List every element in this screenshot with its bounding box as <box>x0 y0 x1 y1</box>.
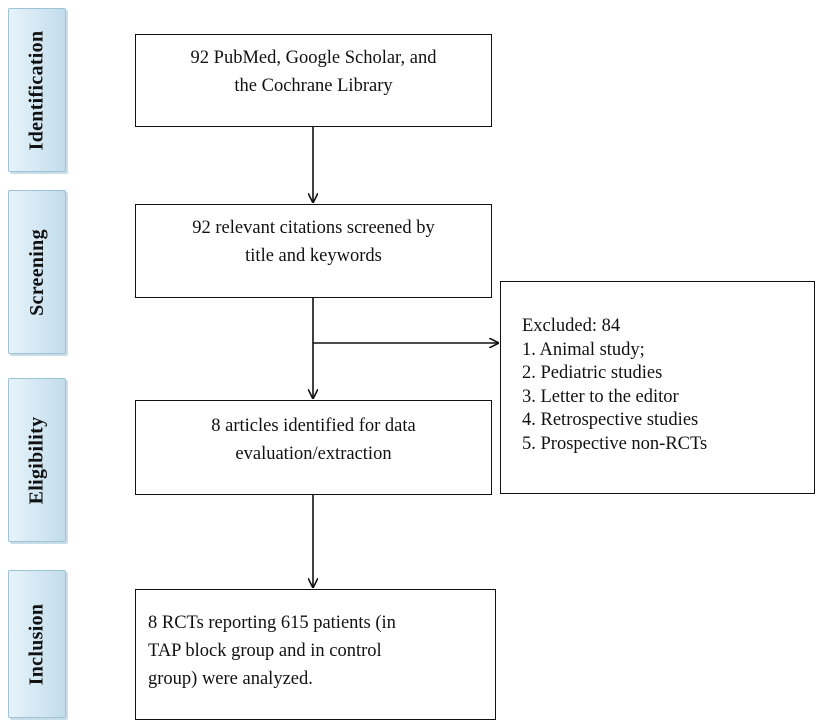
box-line: 92 PubMed, Google Scholar, and <box>190 48 437 68</box>
screening-box: 92 relevant citations screened by title … <box>135 204 492 298</box>
identification-box: 92 PubMed, Google Scholar, and the Cochr… <box>135 34 492 127</box>
inclusion-box: 8 RCTs reporting 615 patients (in TAP bl… <box>135 589 496 720</box>
box-line: 92 relevant citations screened by <box>192 218 435 238</box>
box-line: TAP block group and in control <box>148 641 382 661</box>
box-line: the Cochrane Library <box>234 76 393 96</box>
box-line: 1. Animal study; <box>522 339 645 360</box>
box-line: 2. Pediatric studies <box>522 363 663 383</box>
stage-identification: Identification <box>8 8 66 172</box>
stage-eligibility: Eligibility <box>8 378 66 542</box>
box-line: 4. Retrospective studies <box>522 410 699 430</box>
box-line: group) were analyzed. <box>148 669 313 689</box>
box-line: 8 RCTs reporting 615 patients (in <box>148 613 396 633</box>
box-line: 8 articles identified for data <box>211 416 416 436</box>
box-line: 3. Letter to the editor <box>522 386 679 407</box>
stage-screening: Screening <box>8 190 66 354</box>
eligibility-box: 8 articles identified for data evaluatio… <box>135 400 492 495</box>
box-line: 5. Prospective non-RCTs <box>522 433 708 454</box>
stage-inclusion: Inclusion <box>8 570 66 718</box>
box-line: evaluation/extraction <box>235 444 392 464</box>
box-line: Excluded: 84 <box>522 316 621 336</box>
box-line: title and keywords <box>245 246 382 266</box>
excluded-box: Excluded: 84 1. Animal study; 2. Pediatr… <box>500 281 815 494</box>
